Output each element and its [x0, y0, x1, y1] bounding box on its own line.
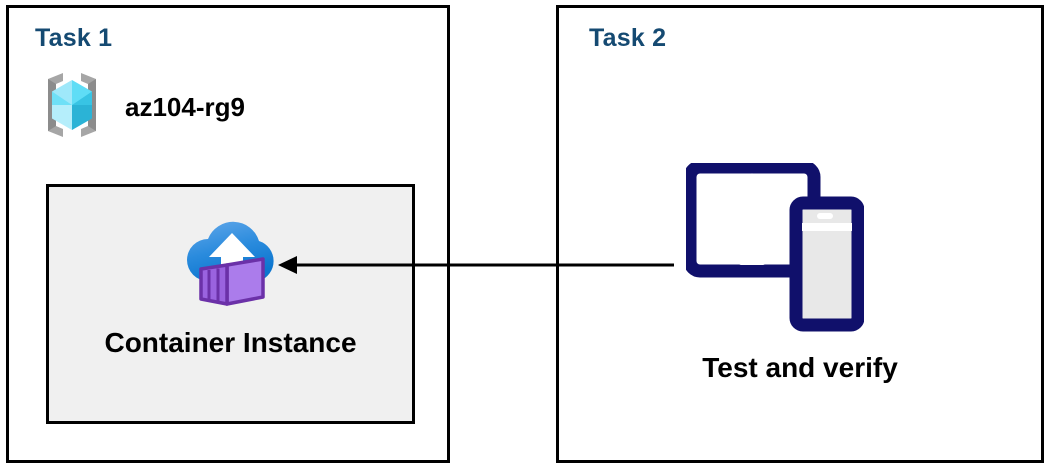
tablet-and-phone-icon	[683, 160, 865, 340]
panel-task-2-title: Task 2	[589, 24, 667, 52]
resource-group-name: az104-rg9	[125, 92, 245, 122]
container-instance-icon	[175, 203, 287, 320]
resource-group-icon	[33, 66, 111, 149]
container-instance-card: Container Instance	[46, 184, 415, 424]
panel-task-1-title: Task 1	[35, 24, 113, 52]
resource-group-row: az104-rg9	[33, 66, 245, 149]
device-caption: Test and verify	[702, 352, 898, 383]
panel-task-1: Task 1	[6, 5, 450, 463]
container-instance-label: Container Instance	[104, 327, 357, 358]
